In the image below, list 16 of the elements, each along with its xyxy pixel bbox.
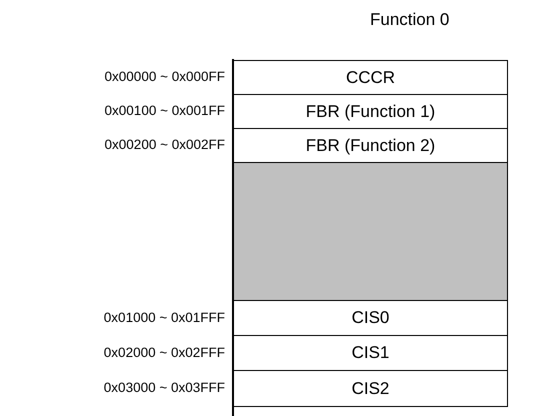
address-range-label: 0x02000 ~ 0x02FFF: [104, 344, 225, 360]
region-name: FBR (Function 2): [306, 136, 436, 156]
region-name: FBR (Function 1): [306, 102, 436, 122]
address-range-label: 0x00200 ~ 0x002FF: [104, 137, 225, 152]
address-range-label: 0x00000 ~ 0x000FF: [104, 69, 225, 84]
region-name: CIS2: [352, 378, 390, 398]
region-name: CIS1: [352, 343, 390, 363]
region-name: CIS0: [352, 308, 390, 328]
memory-region-box: [233, 60, 508, 95]
region-name: CCCR: [346, 68, 396, 88]
address-range-label: 0x03000 ~ 0x03FFF: [104, 380, 225, 395]
memory-region-box: [233, 370, 508, 407]
address-range-label: 0x01000 ~ 0x01FFF: [104, 310, 225, 324]
reserved-region-block: [233, 162, 508, 301]
diagram-title: Function 0: [370, 10, 450, 30]
address-range-label: 0x00100 ~ 0x001FF: [104, 103, 225, 118]
